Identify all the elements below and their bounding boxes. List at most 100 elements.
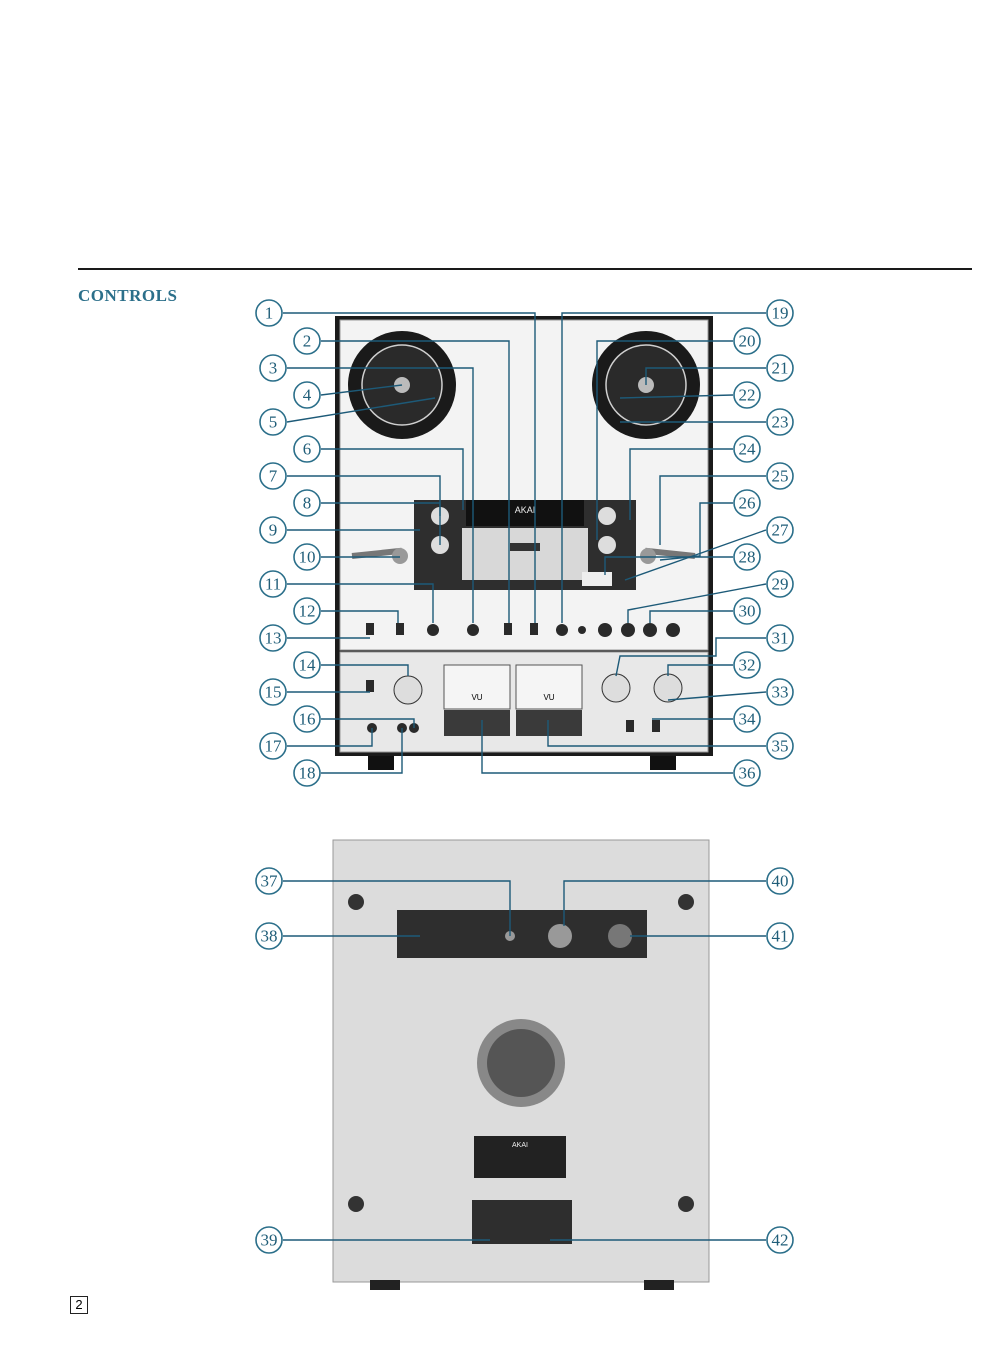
callout-40: 40 bbox=[766, 867, 794, 895]
svg-text:10: 10 bbox=[299, 548, 316, 567]
svg-text:VU: VU bbox=[543, 693, 554, 702]
callout-2: 2 bbox=[293, 327, 321, 355]
svg-text:6: 6 bbox=[303, 440, 312, 459]
callout-30: 30 bbox=[733, 597, 761, 625]
callout-23: 23 bbox=[766, 408, 794, 436]
callout-9: 9 bbox=[259, 516, 287, 544]
callout-25: 25 bbox=[766, 462, 794, 490]
callout-1: 1 bbox=[255, 299, 283, 327]
svg-text:12: 12 bbox=[299, 602, 316, 621]
callout-11: 11 bbox=[259, 570, 287, 598]
callout-26: 26 bbox=[733, 489, 761, 517]
callout-17: 17 bbox=[259, 732, 287, 760]
callout-36: 36 bbox=[733, 759, 761, 787]
svg-text:21: 21 bbox=[772, 359, 789, 378]
svg-text:37: 37 bbox=[261, 872, 279, 891]
svg-text:1: 1 bbox=[265, 304, 274, 323]
svg-text:18: 18 bbox=[299, 764, 316, 783]
svg-text:31: 31 bbox=[772, 629, 789, 648]
deck-rear: AKAI bbox=[332, 839, 710, 1290]
svg-text:13: 13 bbox=[265, 629, 282, 648]
callout-38: 38 bbox=[255, 922, 283, 950]
vu-meter-left: VU bbox=[443, 664, 511, 736]
leader-lines bbox=[283, 312, 767, 1241]
callout-32: 32 bbox=[733, 651, 761, 679]
svg-text:22: 22 bbox=[739, 386, 756, 405]
callout-7: 7 bbox=[259, 462, 287, 490]
callout-8: 8 bbox=[293, 489, 321, 517]
callout-31: 31 bbox=[766, 624, 794, 652]
svg-text:7: 7 bbox=[269, 467, 278, 486]
svg-text:25: 25 bbox=[772, 467, 789, 486]
svg-text:11: 11 bbox=[265, 575, 281, 594]
svg-text:42: 42 bbox=[772, 1231, 789, 1250]
callout-28: 28 bbox=[733, 543, 761, 571]
svg-text:33: 33 bbox=[772, 683, 789, 702]
callout-39: 39 bbox=[255, 1226, 283, 1254]
head-block: AKAI bbox=[414, 500, 636, 590]
callout-16: 16 bbox=[293, 705, 321, 733]
callout-5: 5 bbox=[259, 408, 287, 436]
section-rule bbox=[78, 268, 972, 270]
callout-37: 37 bbox=[255, 867, 283, 895]
svg-text:24: 24 bbox=[739, 440, 757, 459]
page-number: 2 bbox=[70, 1296, 88, 1314]
callout-15: 15 bbox=[259, 678, 287, 706]
svg-text:9: 9 bbox=[269, 521, 278, 540]
svg-text:41: 41 bbox=[772, 927, 789, 946]
svg-text:28: 28 bbox=[739, 548, 756, 567]
callout-29: 29 bbox=[766, 570, 794, 598]
callout-35: 35 bbox=[766, 732, 794, 760]
svg-text:20: 20 bbox=[739, 332, 756, 351]
svg-text:30: 30 bbox=[739, 602, 756, 621]
vu-meter-right: VU bbox=[515, 664, 583, 736]
callout-13: 13 bbox=[259, 624, 287, 652]
callout-10: 10 bbox=[293, 543, 321, 571]
callout-group-front: 1 2 3 4 5 6 7 8 9 10 11 12 13 14 15 16 1… bbox=[255, 299, 794, 787]
svg-text:16: 16 bbox=[299, 710, 316, 729]
svg-text:5: 5 bbox=[269, 413, 278, 432]
svg-text:VU: VU bbox=[471, 693, 482, 702]
svg-text:32: 32 bbox=[739, 656, 756, 675]
callout-42: 42 bbox=[766, 1226, 794, 1254]
callout-33: 33 bbox=[766, 678, 794, 706]
svg-text:29: 29 bbox=[772, 575, 789, 594]
svg-text:15: 15 bbox=[265, 683, 282, 702]
svg-text:35: 35 bbox=[772, 737, 789, 756]
svg-text:34: 34 bbox=[739, 710, 757, 729]
svg-text:36: 36 bbox=[739, 764, 756, 783]
section-heading: CONTROLS bbox=[78, 286, 178, 305]
deck-brand: AKAI bbox=[515, 505, 536, 515]
callout-20: 20 bbox=[733, 327, 761, 355]
callout-3: 3 bbox=[259, 354, 287, 382]
svg-text:39: 39 bbox=[261, 1231, 278, 1250]
callout-34: 34 bbox=[733, 705, 761, 733]
callout-4: 4 bbox=[293, 381, 321, 409]
callout-group-rear: 37 38 39 40 41 42 bbox=[255, 867, 794, 1254]
rear-brand: AKAI bbox=[512, 1142, 528, 1149]
svg-text:2: 2 bbox=[303, 332, 312, 351]
svg-text:23: 23 bbox=[772, 413, 789, 432]
svg-text:17: 17 bbox=[265, 737, 283, 756]
svg-text:19: 19 bbox=[772, 304, 789, 323]
svg-text:14: 14 bbox=[299, 656, 317, 675]
svg-text:8: 8 bbox=[303, 494, 312, 513]
callout-19: 19 bbox=[766, 299, 794, 327]
svg-text:40: 40 bbox=[772, 872, 789, 891]
callout-27: 27 bbox=[766, 516, 794, 544]
callout-21: 21 bbox=[766, 354, 794, 382]
callout-12: 12 bbox=[293, 597, 321, 625]
svg-text:38: 38 bbox=[261, 927, 278, 946]
callout-24: 24 bbox=[733, 435, 761, 463]
callout-41: 41 bbox=[766, 922, 794, 950]
svg-text:4: 4 bbox=[303, 386, 312, 405]
svg-text:27: 27 bbox=[772, 521, 790, 540]
deck-front: AKAI VU VU bbox=[335, 316, 713, 770]
callout-6: 6 bbox=[293, 435, 321, 463]
callout-22: 22 bbox=[733, 381, 761, 409]
svg-text:3: 3 bbox=[269, 359, 278, 378]
svg-text:26: 26 bbox=[739, 494, 756, 513]
callout-18: 18 bbox=[293, 759, 321, 787]
callout-14: 14 bbox=[293, 651, 321, 679]
